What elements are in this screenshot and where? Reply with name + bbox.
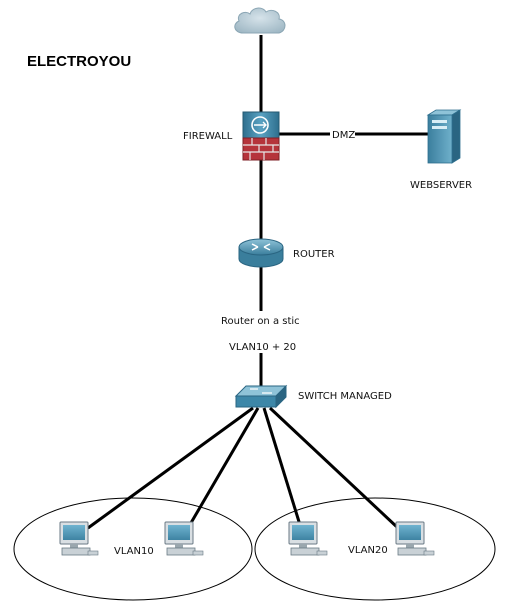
switch-label: SWITCH MANAGED bbox=[298, 391, 392, 402]
trunk-label-bg bbox=[218, 311, 302, 353]
switch-icon bbox=[234, 384, 288, 409]
link-switch-pc3 bbox=[262, 407, 302, 526]
connections bbox=[87, 35, 428, 530]
vlan20-label: VLAN20 bbox=[348, 545, 388, 556]
pc-icon bbox=[164, 521, 204, 556]
dmz-label: DMZ bbox=[332, 130, 355, 141]
link-switch-pc2 bbox=[186, 407, 260, 529]
webserver-icon bbox=[426, 109, 462, 164]
link-switch-pc4 bbox=[268, 406, 400, 530]
vlan10-zone bbox=[13, 497, 253, 601]
trunk-label-line2: VLAN10 + 20 bbox=[229, 342, 296, 353]
pc-icon bbox=[288, 521, 328, 556]
link-switch-pc1 bbox=[87, 406, 254, 530]
firewall-icon bbox=[242, 111, 280, 161]
pc-icon bbox=[395, 521, 435, 556]
trunk-label-line1: Router on a stic bbox=[221, 316, 300, 327]
dmz-label-bg bbox=[330, 127, 355, 141]
vlan20-zone bbox=[254, 497, 496, 601]
pc-icon bbox=[59, 521, 99, 556]
vlan10-label: VLAN10 bbox=[114, 546, 154, 557]
firewall-label: FIREWALL bbox=[183, 131, 233, 142]
cloud-icon bbox=[234, 7, 286, 34]
diagram-title: ELECTROYOU bbox=[27, 53, 131, 70]
router-label: ROUTER bbox=[293, 249, 335, 260]
webserver-label: WEBSERVER bbox=[410, 180, 472, 191]
router-icon bbox=[238, 238, 284, 268]
